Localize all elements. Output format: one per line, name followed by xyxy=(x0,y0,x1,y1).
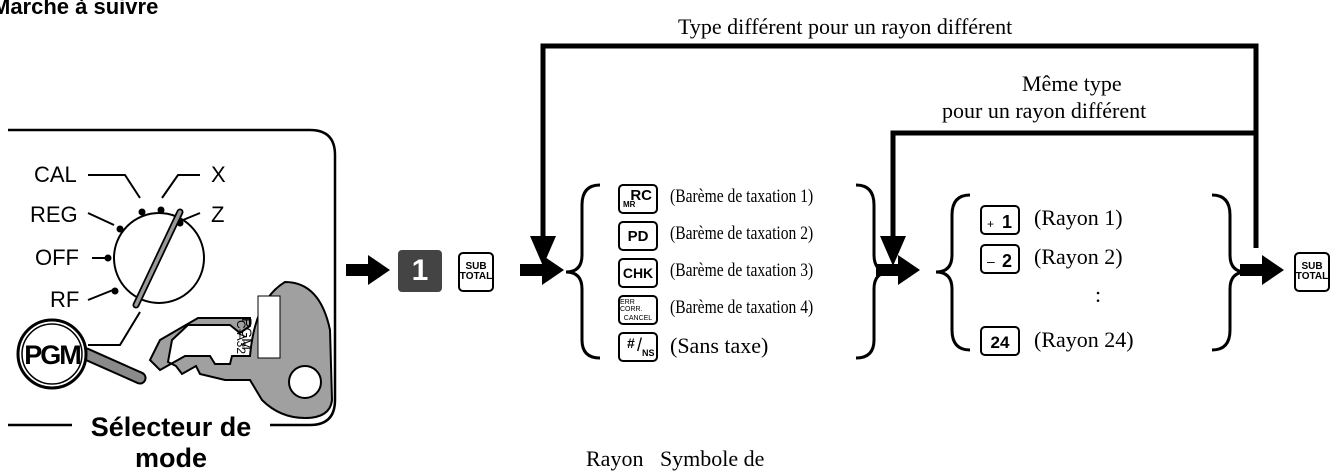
loop-label-different-type: Type différent pour un rayon différent xyxy=(678,14,1013,39)
department-option-2: (Rayon 2) xyxy=(1034,244,1123,269)
mode-position-x: X xyxy=(211,162,226,187)
flow-connectors xyxy=(346,43,1284,360)
department-24-key[interactable]: 24 xyxy=(980,326,1020,356)
department-1-sign: + xyxy=(987,217,995,231)
arrow-to-key-one xyxy=(346,255,390,285)
pd-key[interactable]: PD xyxy=(618,221,658,251)
err-corr-cancel-key[interactable]: ERR CORR. CANCEL xyxy=(618,295,658,325)
pgm-position-label: PGM xyxy=(24,340,82,370)
err-corr-label: ERR CORR. xyxy=(620,298,643,313)
mode-switch-caption-line2: mode xyxy=(134,443,207,473)
no-sale-slash: / xyxy=(637,335,643,355)
subtotal-key-final-line2: TOTAL xyxy=(1295,271,1329,282)
mode-position-rf: RF xyxy=(50,287,80,312)
dept-brace-right xyxy=(1211,193,1247,352)
mode-switch-caption-line1: Sélecteur de xyxy=(72,409,270,445)
mode-position-cal: CAL xyxy=(34,162,77,187)
mode-position-reg: REG xyxy=(30,202,78,227)
mode-position-off: OFF xyxy=(35,245,79,270)
department-1-number: 1 xyxy=(1002,212,1013,232)
department-1-key[interactable]: + 1 xyxy=(980,205,1020,235)
tax-option-2: (Barème de taxation 2) xyxy=(670,223,814,244)
rc-mr-key[interactable]: RC MR xyxy=(618,184,658,214)
subtotal-key[interactable]: SUB TOTAL xyxy=(458,252,494,292)
department-2-number: 2 xyxy=(1002,251,1013,271)
loop-label-same-type-line2: pour un rayon différent xyxy=(942,98,1147,123)
tax-option-none: (Sans taxe) xyxy=(670,333,769,358)
department-option-24: (Rayon 24) xyxy=(1034,327,1134,352)
tax-brace-left xyxy=(565,183,601,360)
subtotal-key-line1: SUB xyxy=(465,261,487,272)
loop-label-same-type-line1: Même type xyxy=(1022,71,1122,96)
subtotal-key-line2: TOTAL xyxy=(459,271,493,282)
no-sale-key[interactable]: # / NS xyxy=(618,332,658,362)
rc-key-label: RC xyxy=(630,186,652,204)
tax-brace-right xyxy=(855,183,891,360)
subtotal-key-final[interactable]: SUB TOTAL xyxy=(1294,252,1330,292)
arrow-to-tax-keys xyxy=(520,255,564,285)
tax-option-1: (Barème de taxation 1) xyxy=(670,186,814,207)
cancel-label: CANCEL xyxy=(623,314,653,322)
department-ellipsis: : xyxy=(1095,282,1102,307)
mode-position-z: Z xyxy=(211,202,225,227)
mode-switch-drawing xyxy=(8,128,337,427)
dept-brace-left xyxy=(935,193,971,352)
key-one[interactable]: 1 xyxy=(398,250,442,292)
tax-option-4: (Barème de taxation 4) xyxy=(670,297,814,318)
arrow-to-subtotal xyxy=(1240,255,1284,285)
no-sale-hash: # xyxy=(627,335,635,351)
no-sale-ns: NS xyxy=(642,348,655,358)
department-2-key[interactable]: – 2 xyxy=(980,244,1020,274)
department-2-sign: – xyxy=(987,253,995,269)
mr-key-label: MR xyxy=(623,199,636,209)
department-option-1: (Rayon 1) xyxy=(1034,205,1123,230)
tax-option-3: (Barème de taxation 3) xyxy=(670,260,814,281)
page-heading: Marche à suivre xyxy=(0,0,159,19)
bottom-partial-text: Rayon Symbole de xyxy=(586,446,765,471)
chk-key[interactable]: CHK xyxy=(618,258,658,288)
mode-switch-panel: CAL REG OFF RF X Z PGM PGM C-A32 Sélecte… xyxy=(0,0,340,473)
key-code: C-A32 xyxy=(234,320,248,355)
subtotal-key-final-line1: SUB xyxy=(1301,261,1323,272)
